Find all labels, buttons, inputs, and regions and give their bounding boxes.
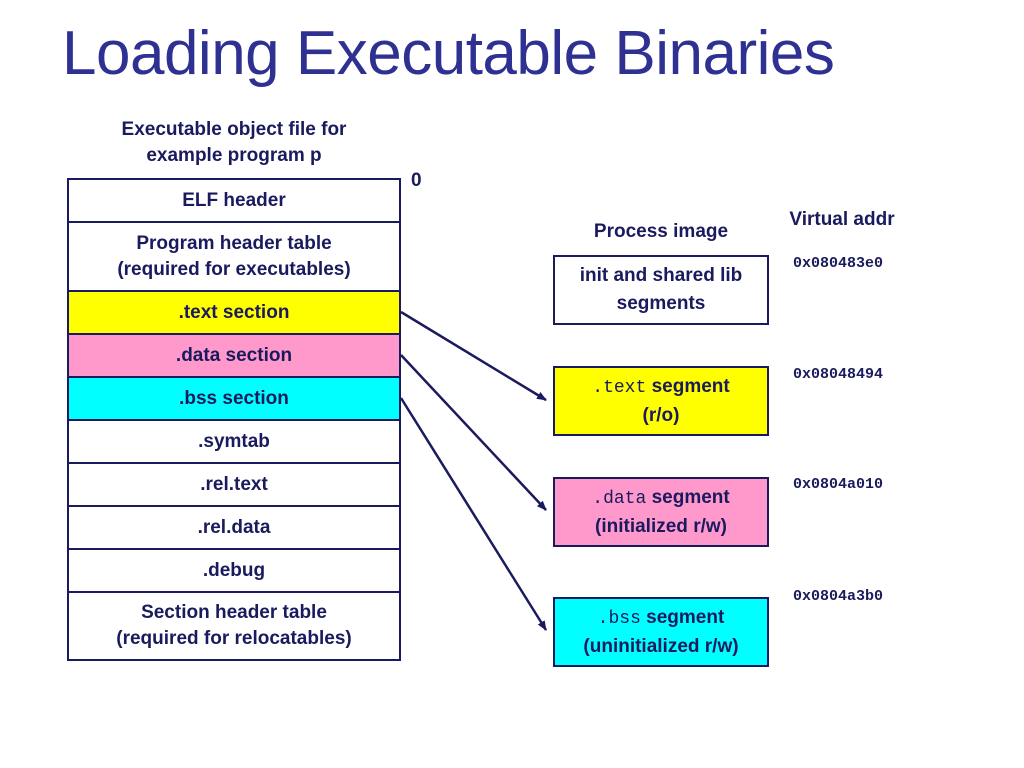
elf-header-row: ELF header	[69, 180, 399, 223]
segment-sublabel: (initialized r/w)	[595, 515, 727, 537]
address-label: 0x08048494	[793, 366, 884, 383]
debug-row: .debug	[69, 550, 399, 593]
segment-label: init and shared lib	[579, 265, 743, 286]
address-label: 0x080483e0	[793, 255, 884, 272]
segment-sublabel: (uninitialized r/w)	[583, 635, 739, 657]
address-label: 0x0804a010	[793, 476, 884, 493]
elf-row-line: .bss section	[179, 387, 289, 409]
symtab-row: .symtab	[69, 421, 399, 464]
bss-section-row: .bss section	[69, 378, 399, 421]
data-segment: .data segment (initialized r/w)	[553, 477, 769, 547]
process-image-caption: Process image	[593, 221, 729, 242]
text-segment: .text segment (r/o)	[553, 366, 769, 436]
slide-title: Loading Executable Binaries	[62, 19, 835, 88]
elf-row-line: (required for executables)	[117, 258, 351, 280]
bss-to-segment-arrow	[399, 397, 548, 631]
elf-file-table: ELF header Program header table (required…	[67, 178, 401, 661]
elf-file-caption-line-2: example program p	[146, 145, 322, 166]
elf-file-caption-line-1: Executable object file for	[121, 119, 347, 140]
elf-row-line: .symtab	[198, 430, 270, 452]
elf-row-line: ELF header	[182, 189, 286, 211]
address-label: 0x0804a3b0	[793, 588, 884, 605]
offset-zero-label: 0	[411, 170, 422, 191]
elf-row-line: Program header table	[136, 232, 332, 254]
rel-data-row: .rel.data	[69, 507, 399, 550]
virtual-addr-caption: Virtual addr	[789, 209, 895, 230]
elf-row-line: .rel.data	[197, 516, 271, 538]
elf-row-line: .text section	[178, 301, 290, 323]
text-to-segment-arrow	[400, 310, 547, 402]
segment-sublabel: segments	[616, 293, 706, 314]
segment-name: .bss	[597, 608, 641, 629]
segment-name: .data	[592, 488, 647, 509]
data-to-segment-arrow	[400, 354, 547, 511]
segment-label: segment	[646, 375, 730, 397]
segment-label: segment	[646, 486, 730, 508]
elf-row-line: .rel.text	[200, 473, 268, 495]
segment-sublabel: (r/o)	[642, 404, 680, 426]
text-section-row: .text section	[69, 292, 399, 335]
elf-row-line: Section header table	[141, 602, 327, 623]
elf-file-caption: Executable object file for example progr…	[67, 117, 401, 169]
elf-row-line: .debug	[202, 559, 266, 581]
data-section-row: .data section	[69, 335, 399, 378]
elf-row-line: (required for relocatables)	[116, 628, 352, 649]
section-header-table-row: Section header table (required for reloca…	[69, 593, 399, 659]
program-header-table-row: Program header table (required for execut…	[69, 223, 399, 292]
rel-text-row: .rel.text	[69, 464, 399, 507]
bss-segment: .bss segment (uninitialized r/w)	[553, 597, 769, 667]
elf-row-line: .data section	[175, 344, 293, 366]
segment-name: .text	[592, 377, 647, 398]
segment-label: segment	[640, 606, 725, 628]
init-shared-lib-segment: init and shared lib segments	[553, 255, 769, 325]
